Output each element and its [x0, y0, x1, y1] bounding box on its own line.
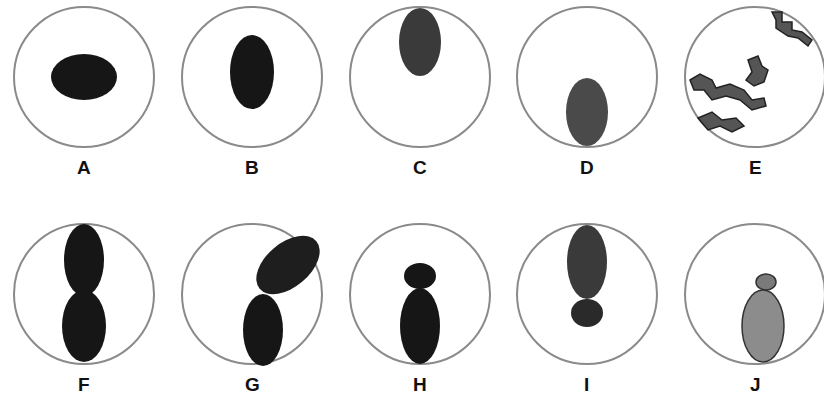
cell — [566, 78, 608, 146]
field-circles — [14, 7, 824, 364]
panel-letter: H — [413, 375, 427, 394]
field-circle — [350, 224, 490, 364]
cell — [399, 8, 441, 76]
cell — [64, 224, 104, 296]
bud — [571, 299, 603, 327]
field-circle — [14, 224, 154, 364]
field-circle — [14, 7, 154, 147]
cell — [230, 35, 274, 109]
panel-letter: I — [584, 375, 589, 394]
cell — [742, 290, 784, 362]
cell — [400, 288, 440, 364]
field-circle — [517, 7, 657, 147]
cell — [51, 54, 117, 100]
field-circle — [685, 7, 824, 147]
bud — [756, 274, 776, 290]
panel-letter: B — [245, 158, 259, 177]
panel-letter: C — [413, 158, 427, 177]
cell — [246, 224, 331, 305]
cell — [567, 225, 607, 299]
panel-letter: E — [749, 158, 762, 177]
field-circle — [517, 224, 657, 364]
panel-letter: F — [78, 375, 90, 394]
bud — [404, 263, 436, 289]
panel-letter: G — [245, 375, 260, 394]
panel-letter: D — [580, 158, 594, 177]
panel-letter: J — [750, 375, 761, 394]
panel-letter: A — [77, 158, 91, 177]
field-circle — [350, 7, 490, 147]
field-circle — [182, 7, 322, 147]
cell — [62, 290, 106, 362]
field-circle — [685, 224, 824, 364]
cell-fragments — [690, 12, 812, 132]
cell — [243, 294, 283, 366]
